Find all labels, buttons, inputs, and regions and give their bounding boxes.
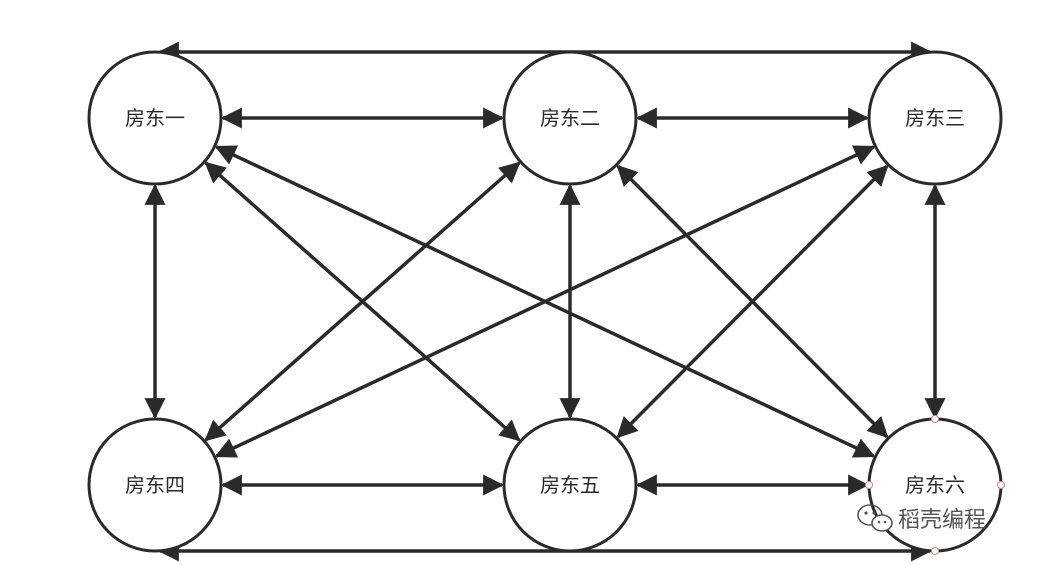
selection-handle[interactable] xyxy=(997,481,1005,489)
selection-handles xyxy=(865,415,1005,555)
node-label: 房东六 xyxy=(905,473,965,497)
node-n3[interactable]: 房东三 xyxy=(867,50,1003,186)
node-label: 房东三 xyxy=(905,106,965,130)
selection-handle[interactable] xyxy=(865,481,873,489)
node-circle[interactable] xyxy=(867,50,1003,186)
node-n5[interactable]: 房东五 xyxy=(502,417,638,553)
node-label: 房东四 xyxy=(125,473,185,497)
node-label: 房东二 xyxy=(540,106,600,130)
edges-layer xyxy=(144,41,946,562)
watermark: 稻壳编程 xyxy=(857,504,986,533)
selection-handle[interactable] xyxy=(931,415,939,423)
wechat-icon xyxy=(857,504,893,532)
node-circle[interactable] xyxy=(502,417,638,553)
node-n4[interactable]: 房东四 xyxy=(87,417,223,553)
node-n1[interactable]: 房东一 xyxy=(87,50,223,186)
watermark-text: 稻壳编程 xyxy=(898,508,986,533)
node-label: 房东五 xyxy=(540,473,600,497)
node-n2[interactable]: 房东二 xyxy=(502,50,638,186)
node-circle[interactable] xyxy=(87,417,223,553)
node-circle[interactable] xyxy=(87,50,223,186)
edge-n3-n5[interactable] xyxy=(616,164,889,439)
node-label: 房东一 xyxy=(125,106,185,130)
selection-handle[interactable] xyxy=(931,547,939,555)
node-circle[interactable] xyxy=(502,50,638,186)
